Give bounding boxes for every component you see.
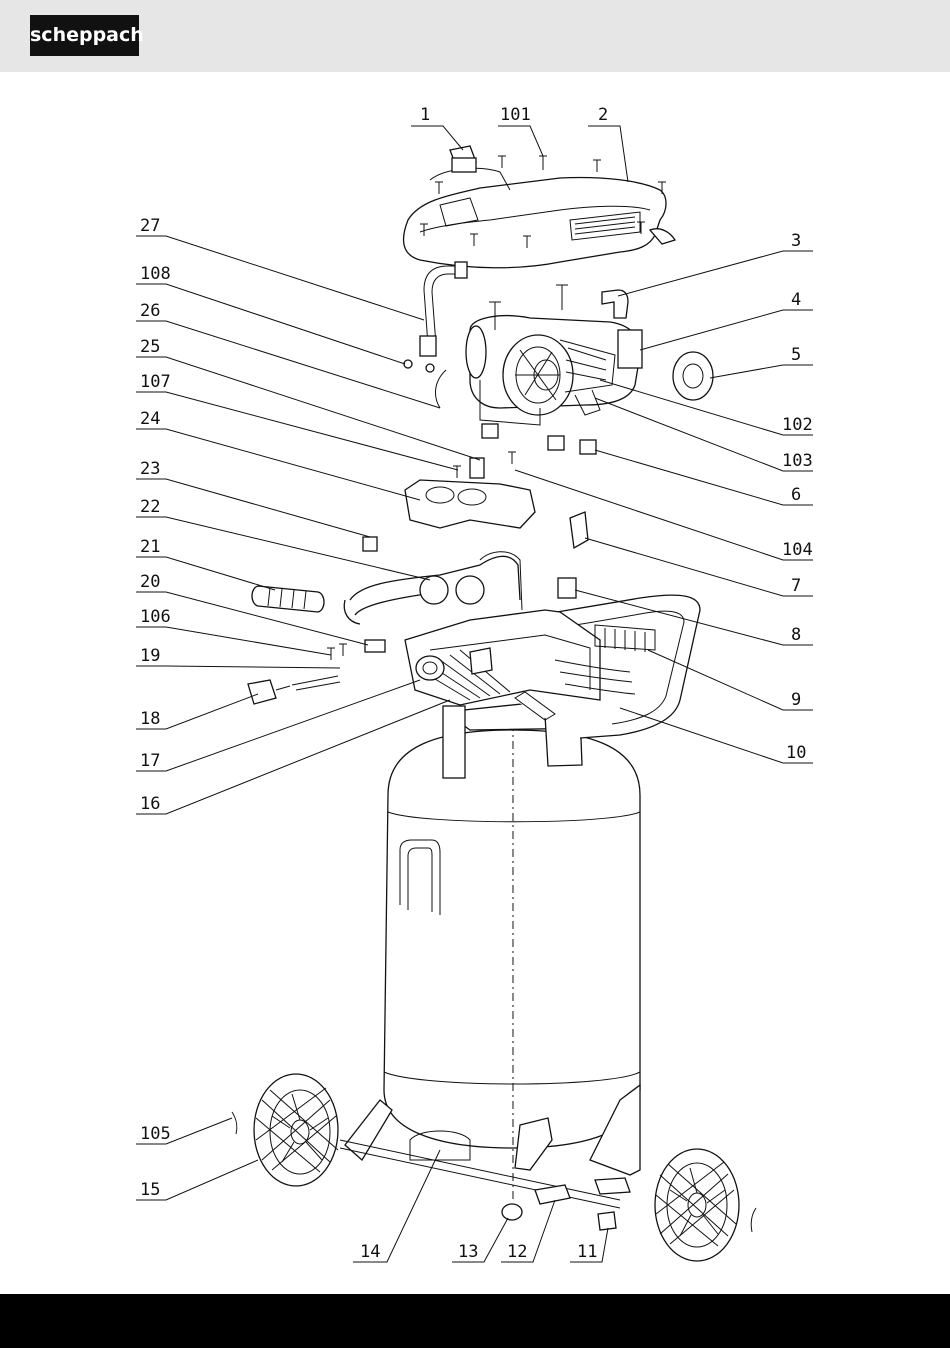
cable-26: [404, 360, 446, 408]
filter-5: [673, 352, 713, 400]
footer-bar: [0, 1294, 950, 1348]
callout-102: 102: [782, 415, 813, 435]
callout-23: 23: [140, 459, 160, 479]
callout-11: 11: [577, 1242, 597, 1262]
callout-2: 2: [598, 105, 608, 125]
callout-107: 107: [140, 372, 171, 392]
wrench-19: [292, 676, 340, 690]
callout-14: 14: [360, 1242, 380, 1262]
callout-105: 105: [140, 1124, 171, 1144]
callout-8: 8: [791, 625, 801, 645]
tank: [340, 700, 640, 1208]
fuse-23: [363, 537, 377, 551]
plug-18: [248, 680, 290, 704]
callout-24: 24: [140, 409, 160, 429]
callout-9: 9: [791, 690, 801, 710]
wheel-left: [254, 1074, 338, 1186]
callout-103: 103: [782, 451, 813, 471]
wheel-right: [655, 1149, 739, 1261]
callout-22: 22: [140, 497, 160, 517]
callout-27: 27: [140, 216, 160, 236]
callout-3: 3: [791, 231, 801, 251]
valve-20: [365, 640, 385, 652]
cover: [404, 168, 675, 267]
pressure-switch-parts: [470, 424, 596, 478]
callout-108: 108: [140, 264, 171, 284]
callout-5: 5: [791, 345, 801, 365]
hose-27: [420, 262, 467, 356]
callout-104: 104: [782, 540, 813, 560]
callout-25: 25: [140, 337, 160, 357]
callout-7: 7: [791, 576, 801, 596]
motor-unit: [466, 316, 642, 425]
callout-101: 101: [500, 105, 531, 125]
callout-10: 10: [786, 743, 806, 763]
callout-18: 18: [140, 709, 160, 729]
callout-13: 13: [458, 1242, 478, 1262]
wheel-parts: [502, 1178, 630, 1230]
callout-4: 4: [791, 290, 801, 310]
callout-19: 19: [140, 646, 160, 666]
fittings-7-8: [558, 512, 588, 598]
callout-6: 6: [791, 485, 801, 505]
callout-20: 20: [140, 572, 160, 592]
callout-106: 106: [140, 607, 171, 627]
callout-1: 1: [420, 105, 430, 125]
callout-16: 16: [140, 794, 160, 814]
handle-grip-21: [252, 586, 324, 612]
callout-15: 15: [140, 1180, 160, 1200]
callout-12: 12: [507, 1242, 527, 1262]
callout-26: 26: [140, 301, 160, 321]
gauge-holder-24: [405, 480, 535, 528]
callout-21: 21: [140, 537, 160, 557]
callout-17: 17: [140, 751, 160, 771]
